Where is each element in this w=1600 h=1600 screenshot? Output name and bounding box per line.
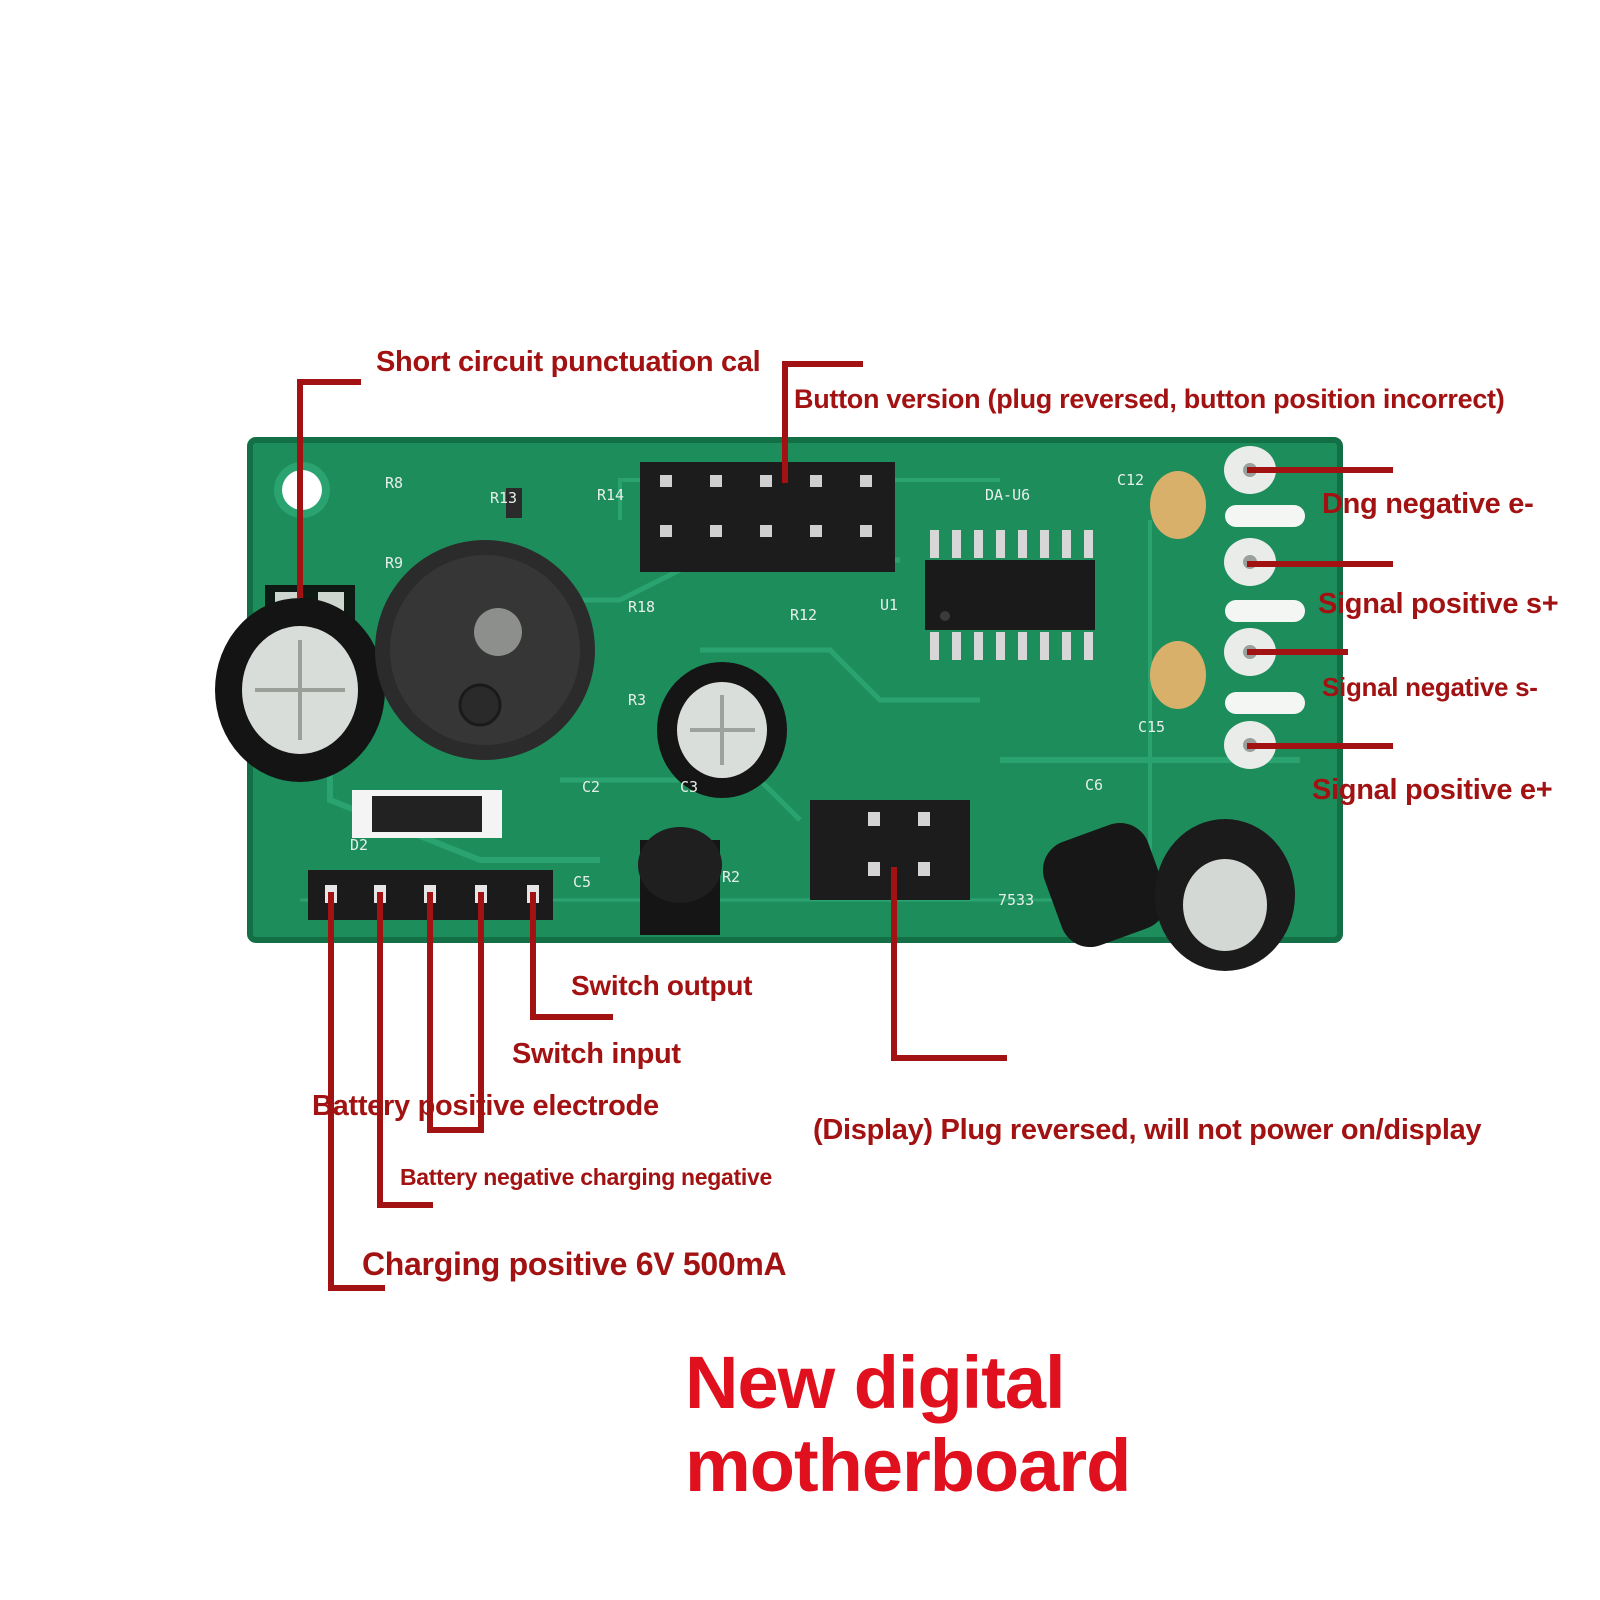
silk-c2: C2 <box>582 778 600 796</box>
label-charging-positive: Charging positive 6V 500mA <box>362 1246 787 1282</box>
silk-d2: D2 <box>350 836 368 854</box>
silk-c6: C6 <box>1085 776 1103 794</box>
silk-r8: R8 <box>385 474 403 492</box>
silk-r9: R9 <box>385 554 403 572</box>
label-battery-positive: Battery positive electrode <box>312 1090 659 1122</box>
leader-switch-output <box>530 892 613 1020</box>
regulator-and-capacitor <box>1042 819 1295 971</box>
silk-u1: U1 <box>880 596 898 614</box>
leader-lines <box>297 361 1393 1291</box>
capacitor-left <box>215 598 385 782</box>
silkscreen-labels: R8 R9 R13 R14 R18 R3 R12 R2 C2 C5 C3 C12… <box>350 471 1165 909</box>
capacitor-middle <box>657 662 787 798</box>
signal-pads <box>1224 446 1305 769</box>
silk-r3: R3 <box>628 691 646 709</box>
ceramic-capacitors <box>1150 471 1206 709</box>
label-button-version: Button version (plug reversed, button po… <box>794 384 1505 414</box>
silk-c15: C15 <box>1138 718 1165 736</box>
ic-chip-u1 <box>925 530 1095 660</box>
title-line-1: New digital <box>685 1341 1066 1424</box>
silk-c12: C12 <box>1117 471 1144 489</box>
silk-da: DA-U6 <box>985 486 1030 504</box>
page-title: New digital motherboard <box>685 1341 1131 1508</box>
leader-display-plug <box>891 867 1007 1061</box>
transistor <box>638 827 722 935</box>
silk-c3: C3 <box>680 778 698 796</box>
silk-c5: C5 <box>573 873 591 891</box>
buzzer <box>375 488 595 760</box>
silk-r18: R18 <box>628 598 655 616</box>
diode-d2 <box>352 790 502 838</box>
display-pin-header <box>810 800 970 900</box>
leader-battery-negative <box>377 892 433 1208</box>
leader-button-version <box>782 361 863 483</box>
label-signal-positive-e: Signal positive e+ <box>1312 774 1553 806</box>
label-switch-output: Switch output <box>571 970 753 1001</box>
leader-short-circuit <box>297 379 361 598</box>
label-short-circuit: Short circuit punctuation cal <box>376 346 761 378</box>
label-signal-positive-s: Signal positive s+ <box>1318 588 1559 620</box>
leader-switch-input <box>427 892 484 1133</box>
leader-charging-positive <box>328 892 385 1291</box>
label-dng-negative: Dng negative e- <box>1322 488 1534 520</box>
label-battery-negative: Battery negative charging negative <box>400 1164 772 1190</box>
title-line-2: motherboard <box>685 1423 1131 1507</box>
label-switch-input: Switch input <box>512 1038 681 1070</box>
label-display-plug: (Display) Plug reversed, will not power … <box>813 1114 1482 1146</box>
label-signal-negative-s: Signal negative s- <box>1322 672 1538 702</box>
silk-r13: R13 <box>490 489 517 507</box>
silk-r2: R2 <box>722 868 740 886</box>
silk-7533: 7533 <box>998 891 1034 909</box>
silk-r14: R14 <box>597 486 624 504</box>
silk-r12: R12 <box>790 606 817 624</box>
button-pin-header <box>640 462 895 572</box>
